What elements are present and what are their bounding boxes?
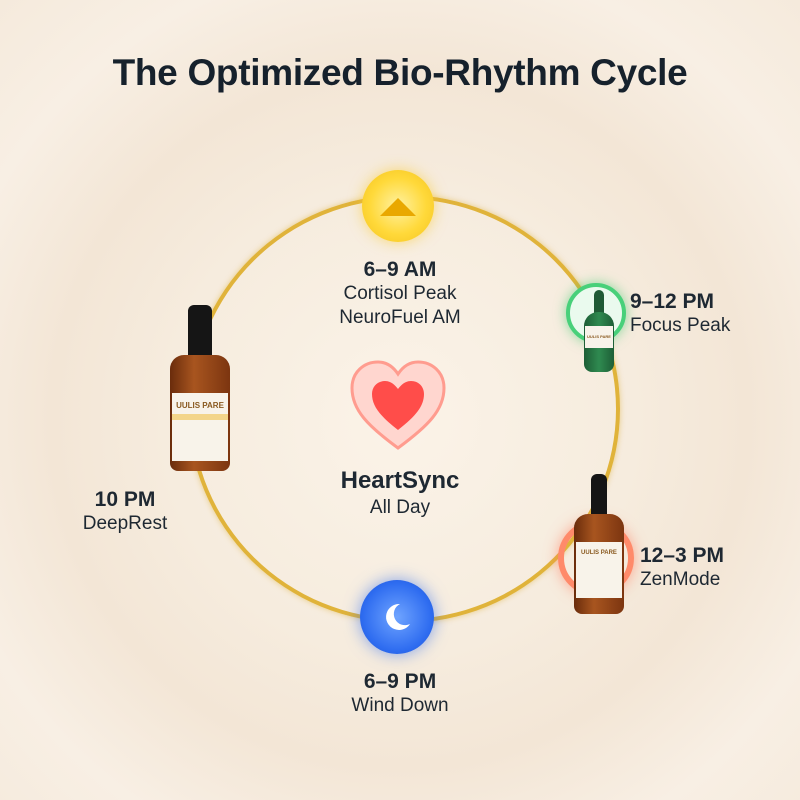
stage-desc: Wind Down [351,695,449,716]
stage-morning: 6–9 AM Cortisol Peak NeuroFuel AM [300,258,500,330]
amber-bottle-icon: UULIS PARE [574,474,624,614]
stage-desc: ZenMode [640,569,721,590]
heart-icon [350,360,446,450]
stage-time: 6–9 AM [363,258,437,281]
stage-desc: Focus Peak [630,315,731,336]
stage-time: 6–9 PM [363,670,437,693]
amber-bottle-icon: UULIS PARE [170,305,230,471]
green-bottle-icon: UULIS PARE [584,290,614,372]
moon-icon [360,580,434,654]
page-title: The Optimized Bio-Rhythm Cycle [112,52,688,93]
stage-night: 10 PM DeepRest [70,488,180,536]
center-label: HeartSync All Day [300,466,500,520]
stage-time: 12–3 PM [640,544,725,567]
stage-desc: DeepRest [82,513,168,534]
sun-icon [362,170,434,242]
center-title: HeartSync [340,467,460,494]
stage-desc: Cortisol Peak [343,283,457,304]
stage-time: 9–12 PM [630,290,715,313]
stage-product: NeuroFuel AM [339,307,461,328]
stage-midmorning: 9–12 PM Focus Peak [630,290,760,338]
stage-evening: 6–9 PM Wind Down [300,670,500,718]
center-subtitle: All Day [369,497,431,518]
stage-time: 10 PM [94,488,156,511]
stage-afternoon: 12–3 PM ZenMode [640,544,760,592]
